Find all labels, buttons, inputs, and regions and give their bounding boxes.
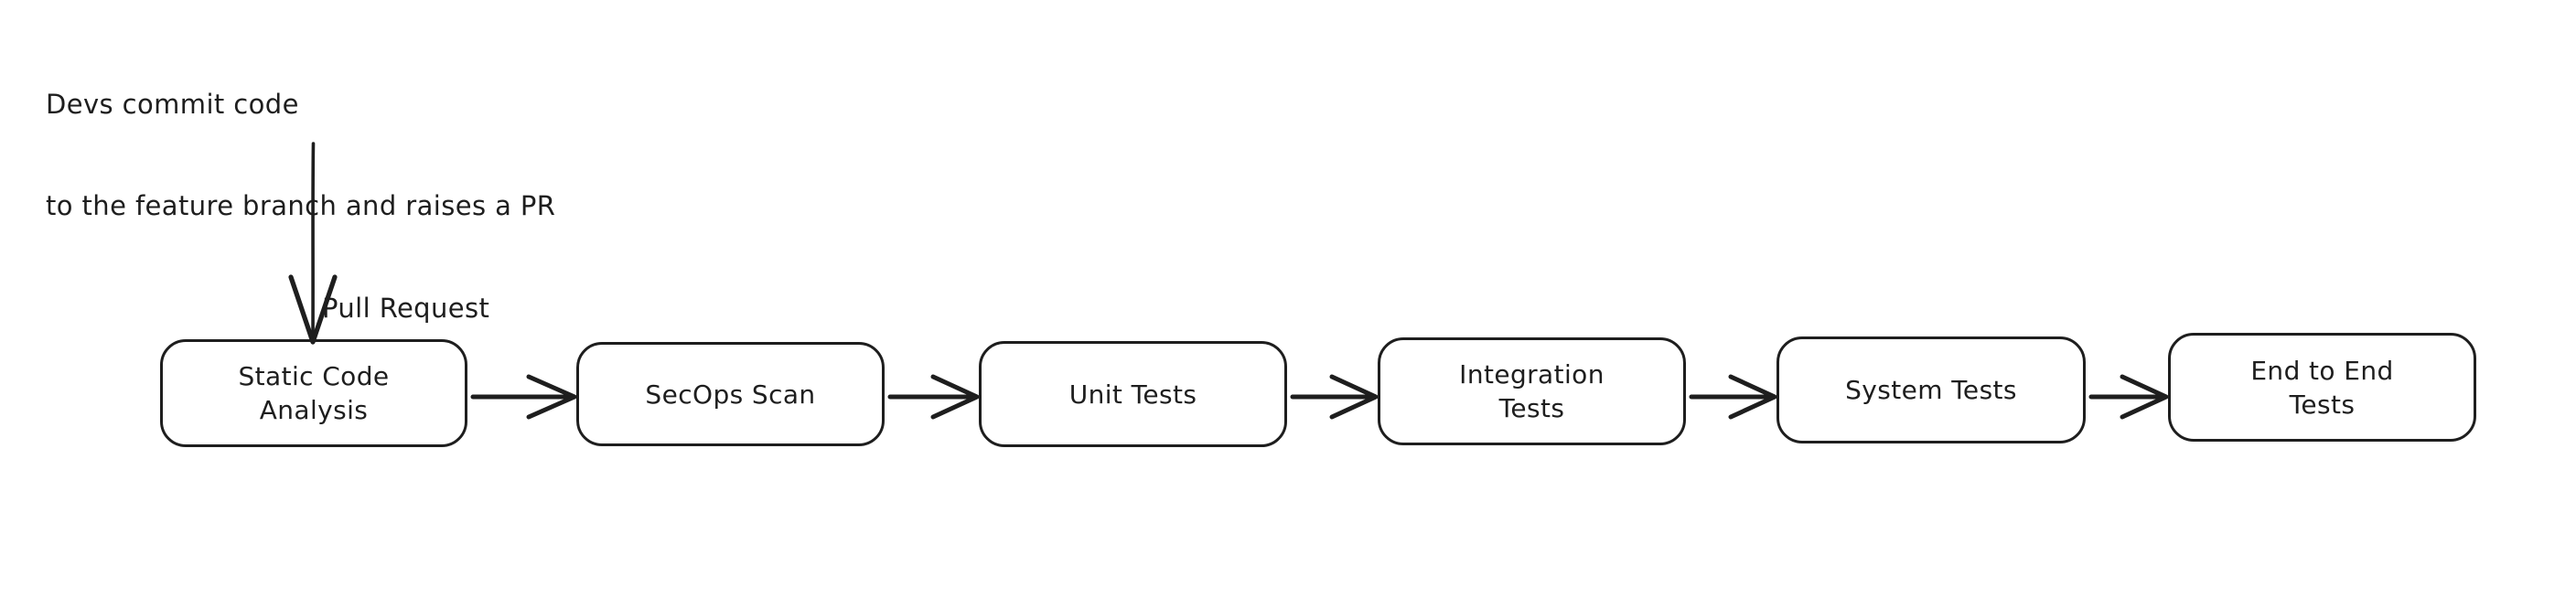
- node-system-tests-label: System Tests: [1845, 375, 2017, 405]
- node-end-to-end-tests-label: End to End Tests: [2250, 355, 2394, 420]
- devs-commit-note: Devs commit code to the feature branch a…: [46, 20, 555, 291]
- node-secops-scan[interactable]: SecOps Scan: [576, 342, 885, 446]
- node-unit-tests[interactable]: Unit Tests: [979, 341, 1287, 447]
- devs-commit-note-line-2: to the feature branch and raises a PR: [46, 190, 556, 221]
- node-integration-tests-label: Integration Tests: [1459, 359, 1605, 423]
- unit-to-integration-arrow: [1290, 374, 1379, 420]
- pull-request-label: Pull Request: [322, 293, 490, 324]
- node-static-code-analysis-label: Static Code Analysis: [238, 361, 390, 425]
- node-integration-tests[interactable]: Integration Tests: [1378, 337, 1686, 445]
- sca-to-secops-arrow: [470, 374, 577, 420]
- node-static-code-analysis[interactable]: Static Code Analysis: [160, 339, 467, 447]
- node-end-to-end-tests[interactable]: End to End Tests: [2168, 333, 2476, 442]
- devs-commit-note-line-1: Devs commit code: [46, 89, 299, 120]
- system-to-e2e-arrow: [2088, 374, 2169, 420]
- node-system-tests[interactable]: System Tests: [1776, 336, 2086, 443]
- secops-to-unit-arrow: [887, 374, 980, 420]
- node-secops-scan-label: SecOps Scan: [645, 379, 816, 410]
- integration-to-system-arrow: [1689, 374, 1777, 420]
- node-unit-tests-label: Unit Tests: [1068, 379, 1197, 410]
